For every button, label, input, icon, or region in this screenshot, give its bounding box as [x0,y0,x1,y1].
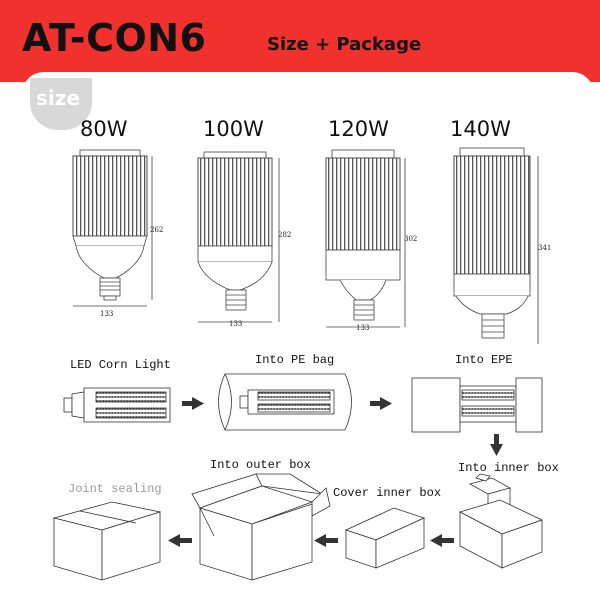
size-tag-label: size [36,86,80,110]
arrow-down-icon [490,434,503,456]
arrow-right-icon [182,397,204,410]
step-epe-label: Into EPE [455,353,513,367]
arrow-left-icon [314,534,338,547]
width-dim-100: 133 [229,320,243,328]
bulb-100w-drawing [197,151,280,323]
cover-inner-box-drawing [344,507,426,569]
watt-label-80: 80W [80,117,128,141]
step-inner-box-label: Into inner box [458,461,559,475]
page-subtitle: Size + Package [267,34,422,55]
inner-box-drawing [458,473,544,569]
outer-box-drawing [191,473,331,581]
step-sealing-label: Joint sealing [68,482,162,496]
watt-label-100: 100W [203,117,264,141]
header-banner [0,0,600,82]
height-dim-120: 302 [404,235,418,243]
step-outer-box-label: Into outer box [210,458,311,472]
width-dim-80: 133 [100,310,114,318]
bulb-140w-drawing [453,147,539,344]
epe-drawing [411,377,543,433]
step-cover-label: Cover inner box [333,486,442,500]
bulb-120w-drawing [325,149,406,328]
pe-bag-drawing [218,373,352,431]
step-pe-bag-label: Into PE bag [255,353,335,367]
sealed-box-drawing [52,501,162,581]
width-dim-120: 133 [356,324,370,332]
height-dim-100: 282 [278,231,292,239]
watt-label-120: 120W [328,117,389,141]
corn-light-side-drawing [63,387,171,423]
product-title: AT-CON6 [22,16,207,60]
arrow-left-icon [430,534,454,547]
step-led-label: LED Corn Light [70,358,171,372]
watt-label-140: 140W [450,117,511,141]
height-dim-80: 262 [150,226,164,234]
height-dim-140: 341 [538,244,552,252]
size-tag [30,78,92,130]
arrow-right-icon [370,397,392,410]
bulb-80w-drawing [72,149,153,307]
arrow-left-icon [168,534,192,547]
